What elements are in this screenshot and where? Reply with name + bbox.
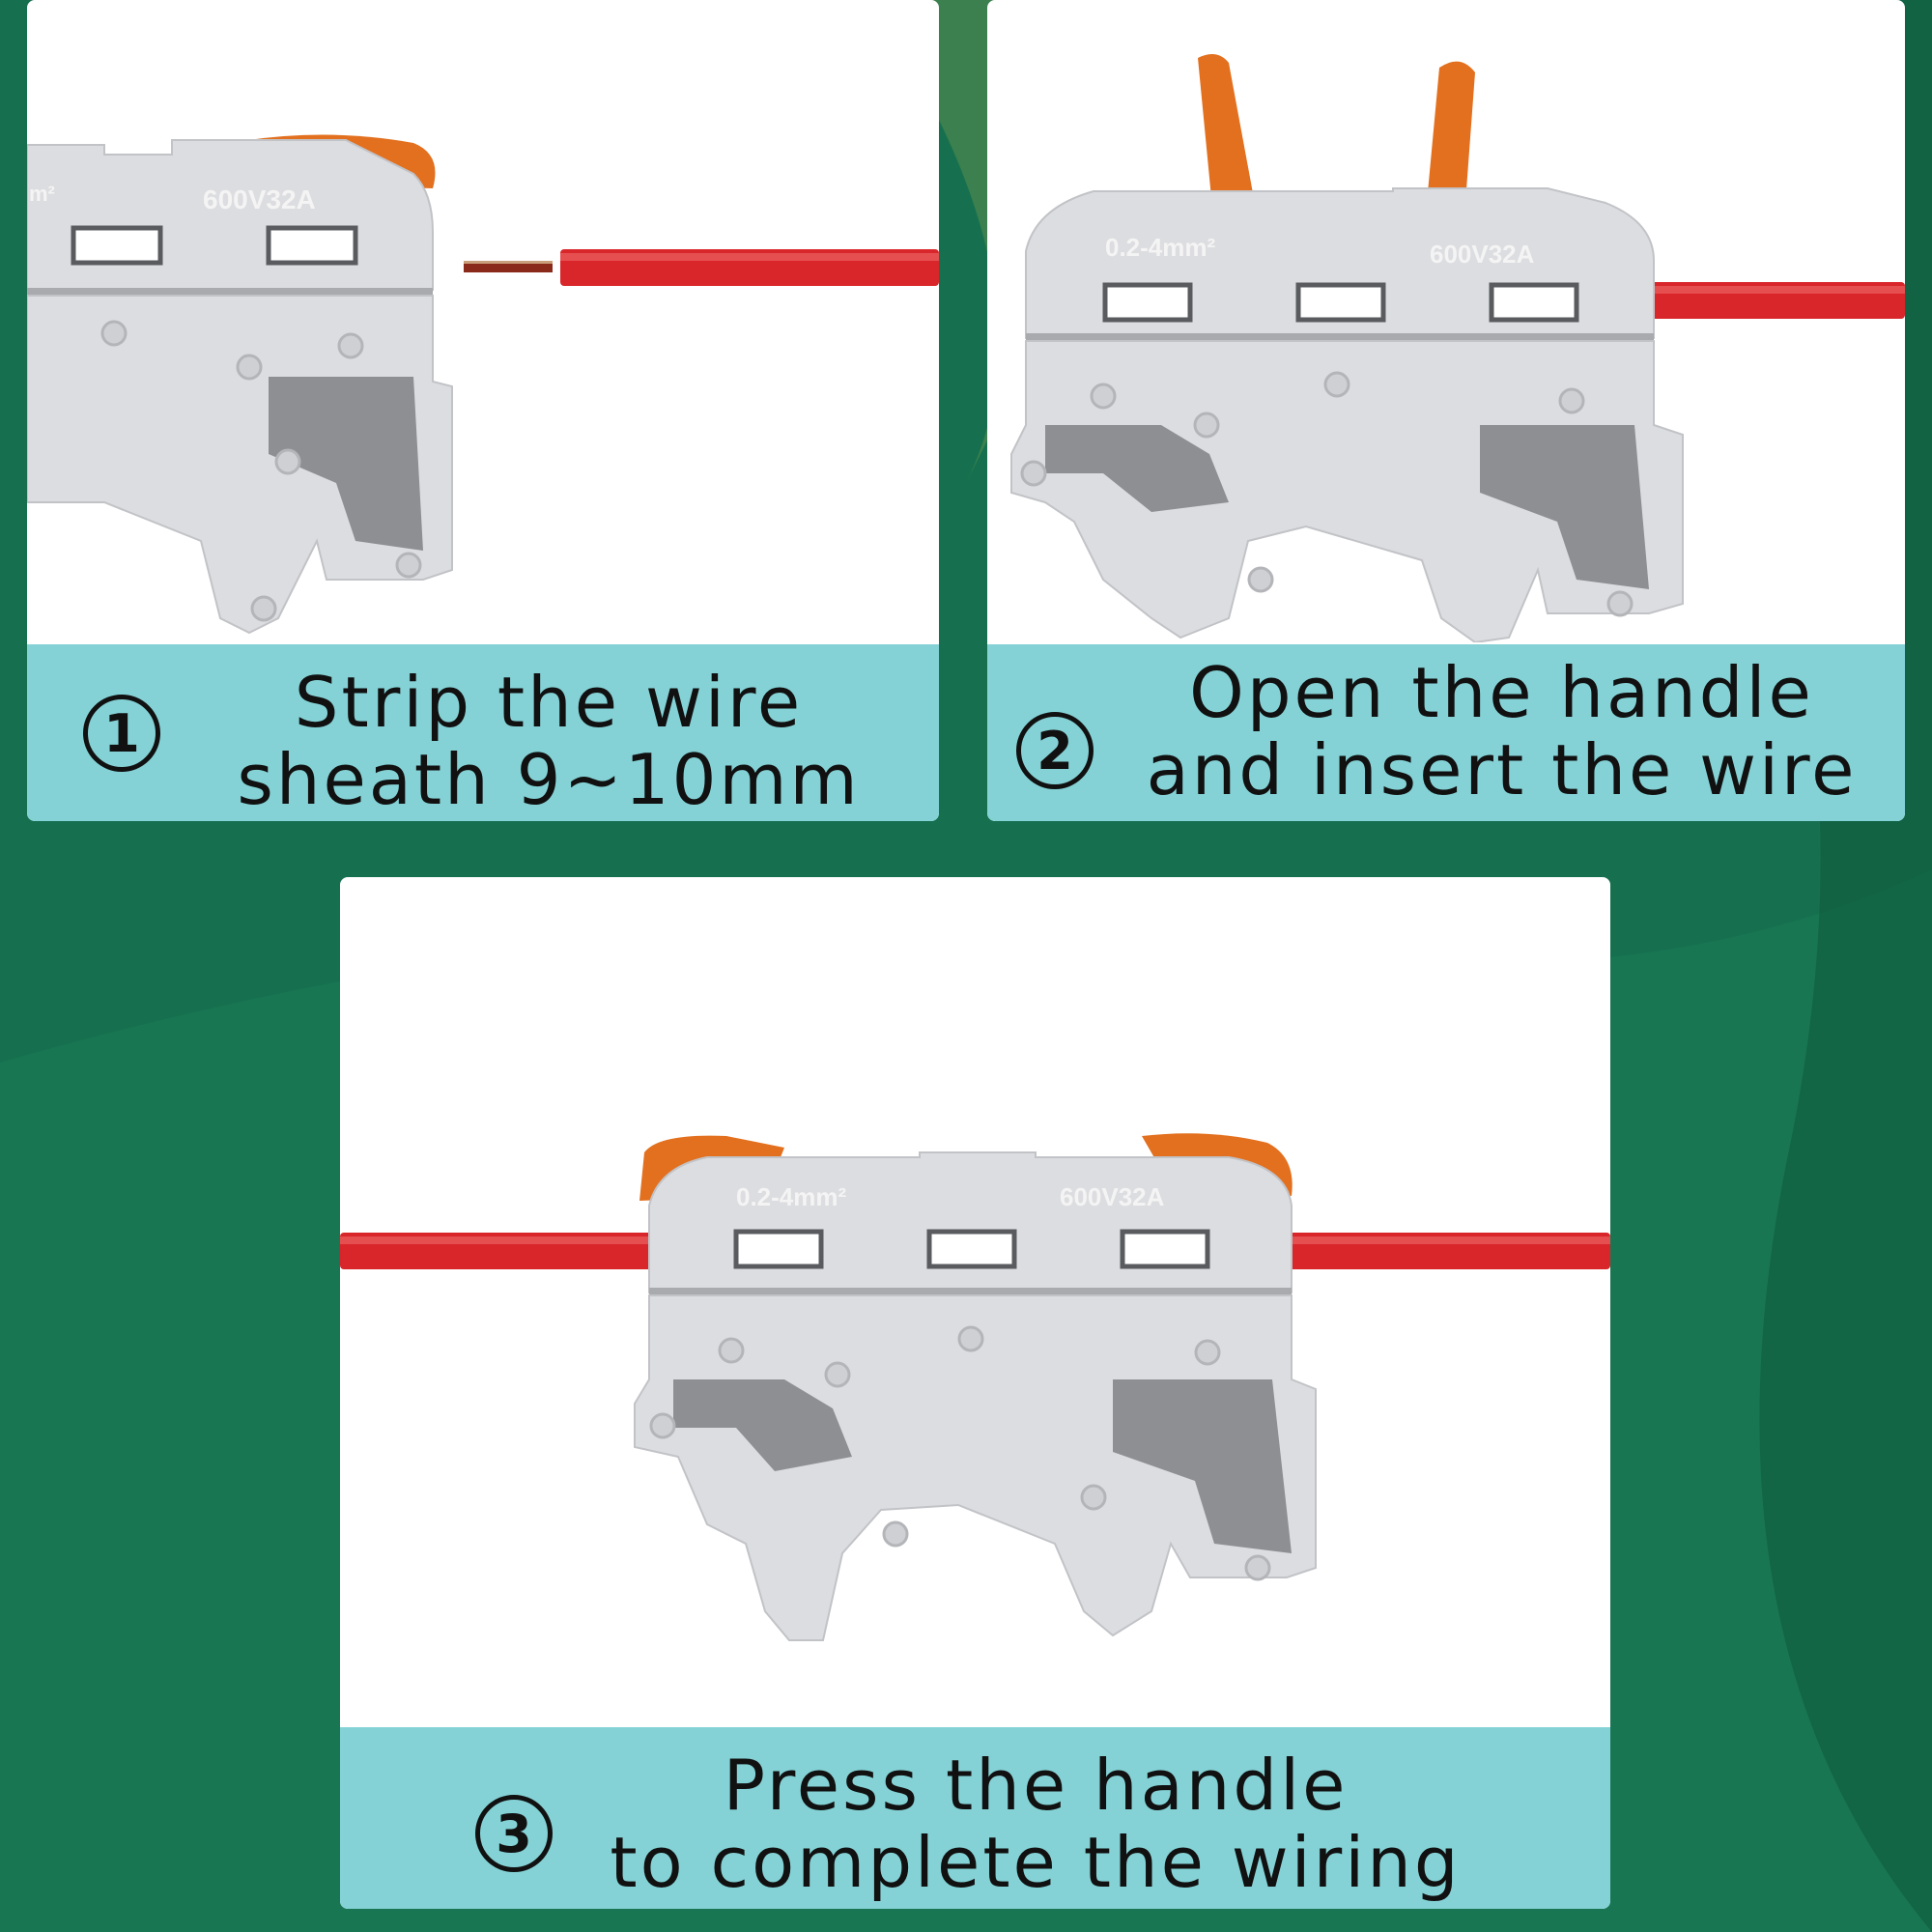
instruction-line-2: and insert the wire xyxy=(1146,729,1858,810)
lever-open-left xyxy=(1198,54,1253,198)
stripped-wire-core xyxy=(464,263,553,272)
instruction-line-1: Open the handle xyxy=(1189,652,1814,733)
gauge-label: 0.2-4mm² xyxy=(736,1182,846,1211)
step-3-caption: 3 Press the handle to complete the wirin… xyxy=(340,1727,1610,1909)
instruction-line-1: Strip the wire xyxy=(294,662,804,743)
connector-illustration-step-2: 0.2-4mm² 600V32A xyxy=(1010,54,1905,642)
gauge-label: m² xyxy=(29,182,55,206)
step-number: 2 xyxy=(1037,720,1073,781)
step-1-instruction: Strip the wire sheath 9~10mm xyxy=(172,664,925,818)
connector-housing xyxy=(648,1151,1293,1293)
lever-open-right xyxy=(1427,61,1475,203)
step-3-instruction: Press the handle to complete the wiring xyxy=(572,1747,1499,1901)
step-1-number-badge: 1 xyxy=(83,695,160,772)
instruction-line-2: sheath 9~10mm xyxy=(237,739,861,820)
step-2-instruction: Open the handle and insert the wire xyxy=(1113,654,1890,809)
step-number: 3 xyxy=(496,1803,532,1864)
step-2-number-badge: 2 xyxy=(1016,712,1094,789)
step-2-panel: 0.2-4mm² 600V32A 2 Open the handle and i… xyxy=(987,0,1905,821)
step-1-panel: 600V32A m² 1 Strip the wire sheath 9~10m… xyxy=(27,0,939,821)
instruction-line-1: Press the handle xyxy=(723,1745,1349,1826)
step-1-caption: 1 Strip the wire sheath 9~10mm xyxy=(27,644,939,821)
step-3-number-badge: 3 xyxy=(475,1795,553,1872)
step-3-panel: 0.2-4mm² 600V32A 3 Press the handle to c… xyxy=(340,877,1610,1909)
connector-illustration-step-1: 600V32A m² xyxy=(27,134,939,635)
connector-housing xyxy=(27,139,434,291)
connector-illustration-step-3: 0.2-4mm² 600V32A xyxy=(340,1133,1610,1641)
instruction-line-2: to complete the wiring xyxy=(610,1822,1462,1903)
rating-label: 600V32A xyxy=(1060,1182,1165,1211)
step-number: 1 xyxy=(103,702,140,764)
gauge-label: 0.2-4mm² xyxy=(1105,233,1215,262)
rating-label: 600V32A xyxy=(1430,240,1535,269)
rating-label: 600V32A xyxy=(203,185,316,214)
step-2-caption: 2 Open the handle and insert the wire xyxy=(987,644,1905,821)
